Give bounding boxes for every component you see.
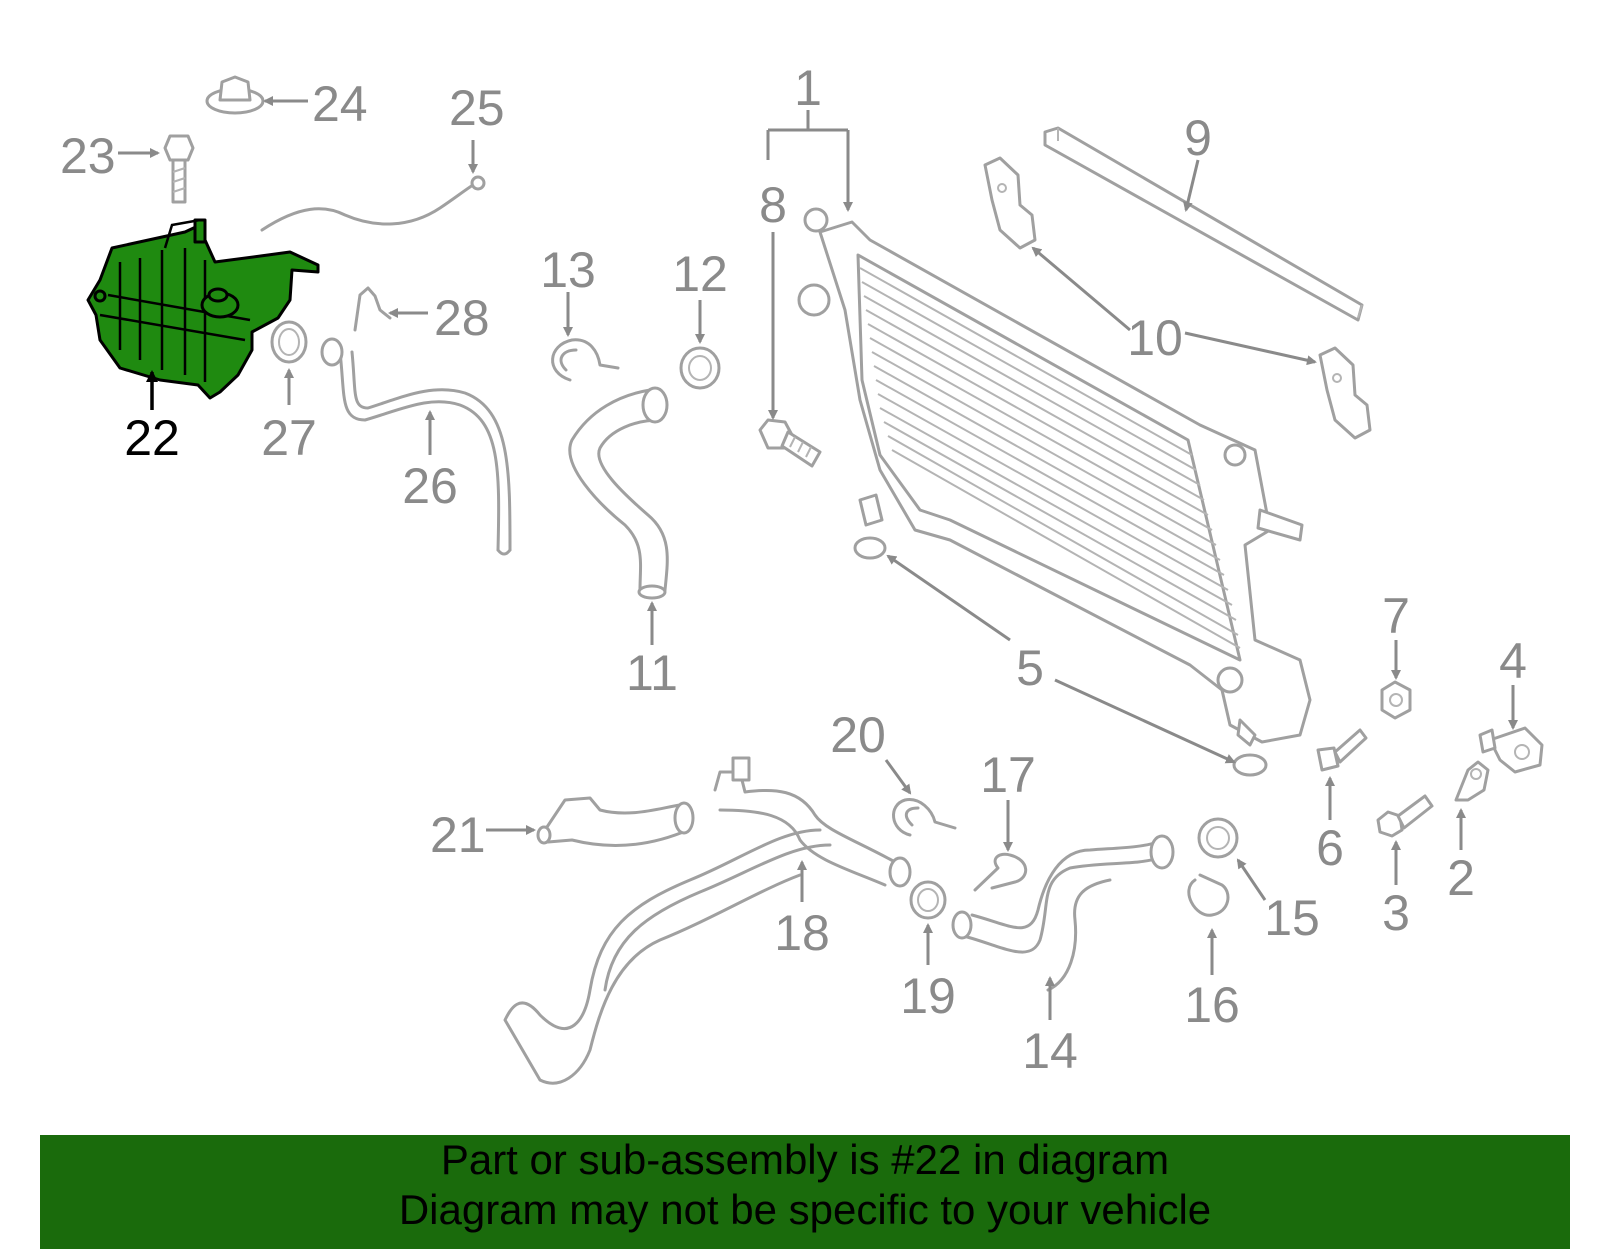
clamp-part-13[interactable]	[551, 338, 620, 382]
hose-part-11[interactable]	[568, 386, 669, 600]
clamp-part-16[interactable]	[1187, 873, 1230, 917]
bolt-part-3[interactable]	[1376, 794, 1434, 838]
grommet-part-5[interactable]	[853, 536, 1268, 777]
overflow-hose-part-25[interactable]	[260, 175, 486, 232]
callout-19: 19	[900, 968, 956, 1024]
stud-part-6[interactable]	[1316, 728, 1368, 772]
callout-20: 20	[830, 707, 886, 763]
seal-strip-part-9[interactable]	[1043, 126, 1364, 322]
callout-7: 7	[1382, 588, 1410, 644]
hose-part-14[interactable]	[951, 834, 1175, 992]
clip-part-28[interactable]	[353, 286, 392, 332]
banner-line-1: Part or sub-assembly is #22 in diagram	[440, 1136, 1170, 1183]
o-ring-part-19[interactable]	[909, 880, 947, 920]
callout-6: 6	[1316, 820, 1344, 876]
callout-14: 14	[1022, 1023, 1078, 1079]
callout-27: 27	[261, 410, 317, 466]
callout-3: 3	[1382, 885, 1410, 941]
callout-4: 4	[1499, 633, 1527, 689]
bracket-part-2[interactable]	[1454, 760, 1490, 802]
callout-25: 25	[449, 80, 505, 136]
callout-24: 24	[312, 76, 368, 132]
o-ring-part-12[interactable]	[679, 346, 721, 390]
sensor-part-4[interactable]	[1478, 726, 1544, 774]
callout-23: 23	[60, 128, 116, 184]
callout-16: 16	[1184, 977, 1240, 1033]
callout-22: 22	[124, 410, 180, 466]
cap-part-24[interactable]	[205, 75, 265, 115]
callout-9: 9	[1184, 110, 1212, 166]
callout-15: 15	[1264, 890, 1320, 946]
o-ring-part-27[interactable]	[270, 320, 308, 364]
hose-part-21[interactable]	[536, 796, 695, 847]
callout-17: 17	[980, 747, 1036, 803]
nut-part-7[interactable]	[1380, 680, 1412, 720]
clamp-part-20[interactable]	[892, 798, 957, 837]
callout-5: 5	[1016, 640, 1044, 696]
callout-21: 21	[430, 807, 486, 863]
coolant-reservoir-part-22[interactable]	[86, 218, 320, 400]
callout-28: 28	[434, 290, 490, 346]
callout-18: 18	[774, 905, 830, 961]
callout-13: 13	[540, 242, 596, 298]
callout-12: 12	[672, 246, 728, 302]
bracket-part-10[interactable]	[983, 156, 1372, 440]
bolt-part-8[interactable]	[758, 418, 822, 468]
callout-26: 26	[402, 458, 458, 514]
radiator-part-1[interactable]	[797, 207, 1312, 747]
callout-10: 10	[1127, 310, 1183, 366]
clamp-part-17[interactable]	[973, 852, 1028, 892]
hose-part-26[interactable]	[320, 337, 512, 556]
o-ring-part-15[interactable]	[1197, 817, 1239, 859]
callout-8: 8	[759, 177, 787, 233]
banner-line-2: Diagram may not be specific to your vehi…	[398, 1186, 1212, 1233]
callout-11: 11	[626, 645, 678, 701]
callout-2: 2	[1447, 850, 1475, 906]
notice-banner: Part or sub-assembly is #22 in diagram D…	[40, 1135, 1570, 1249]
bolt-part-23[interactable]	[163, 134, 195, 204]
callout-1: 1	[794, 60, 822, 116]
tube-assembly-part-18[interactable]	[503, 756, 912, 1085]
